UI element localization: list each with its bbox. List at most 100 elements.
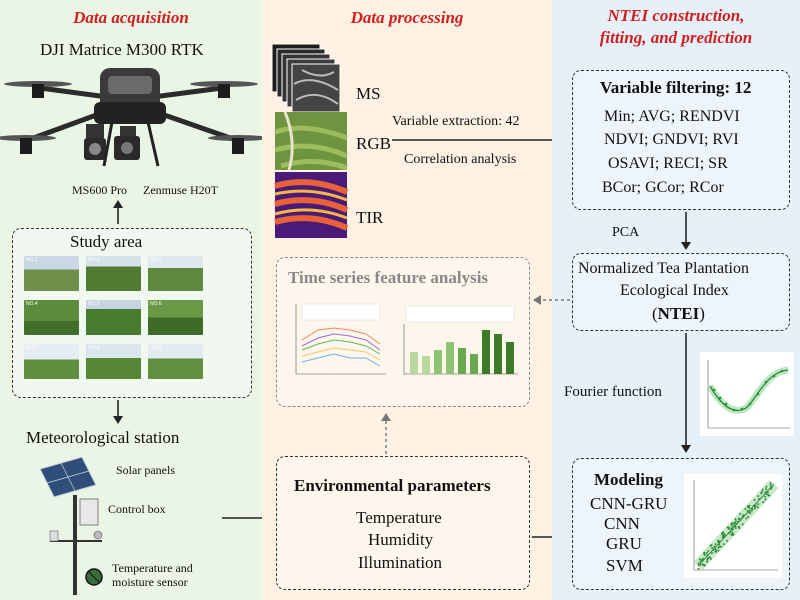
ntei-name-line1: Normalized Tea Plantation [578, 260, 749, 277]
scatter-point [709, 557, 712, 560]
scatter-point [751, 508, 754, 511]
environmental-parameters-title: Environmental parameters [294, 476, 491, 495]
scatter-point [703, 553, 706, 556]
scatter-point [767, 494, 770, 496]
data-processing-title: Data processing [350, 8, 464, 27]
photo-label: NO.1 [26, 257, 38, 263]
study-site-photo: NO.4 [24, 300, 79, 335]
photo-label: NO.6 [150, 301, 162, 307]
met-station-title: Meteorological station [26, 428, 180, 447]
scatter-point [765, 492, 767, 495]
variable-line: Min; AVG; RENDVI [604, 108, 740, 125]
model-item-cnn-gru: CNN-GRU [590, 494, 668, 513]
scatter-point [742, 514, 745, 517]
scatter-point [752, 504, 755, 507]
scatter-point [737, 517, 740, 520]
ntei-panel-title-line1: NTEI construction, [607, 6, 745, 25]
env-item-humidity: Humidity [368, 530, 434, 549]
variable-line: NDVI; GNDVI; RVI [604, 131, 739, 148]
scatter-point [761, 490, 764, 493]
arrow-down-icon [113, 400, 123, 424]
scatter-point [699, 560, 702, 563]
env-item-temperature: Temperature [356, 508, 442, 527]
ntei-name-line2: Ecological Index [620, 282, 729, 299]
scatter-point [711, 547, 714, 549]
scatter-point [722, 535, 725, 538]
scatter-point [756, 506, 759, 509]
scatter-point [706, 560, 709, 563]
photo-label: NO.2 [88, 257, 100, 263]
scatter-point [718, 540, 720, 543]
scatter-point [758, 498, 760, 500]
scatter-point [712, 549, 715, 551]
scatter-point [753, 498, 756, 501]
scatter-point [770, 487, 773, 490]
model-item-svm: SVM [606, 556, 643, 575]
scatter-point [726, 539, 729, 542]
scatter-point [745, 517, 748, 520]
model-item-cnn: CNN [604, 514, 640, 533]
scatter-point [734, 518, 737, 521]
scatter-point [734, 520, 737, 523]
scatter-point [764, 495, 767, 498]
scatter-point [713, 545, 716, 548]
scatter-point [723, 533, 726, 535]
variable-line: BCor; GCor; RCor [602, 179, 724, 196]
study-site-photo: NO.9 [148, 344, 203, 379]
scatter-point [750, 509, 753, 512]
scatter-point [711, 552, 713, 555]
camera-right-label: Zenmuse H20T [143, 183, 218, 197]
study-area-title: Study area [70, 232, 143, 251]
scatter-point [738, 527, 741, 530]
study-site-photo: NO.1 [24, 256, 79, 291]
scatter-point [698, 558, 701, 561]
time-series-title: Time series feature analysis [288, 268, 489, 287]
scatter-point [720, 545, 723, 548]
weather-station-icon [39, 456, 103, 595]
photo-label: NO.9 [150, 345, 162, 351]
photo-label: NO.4 [26, 301, 38, 307]
scatter-point [731, 528, 734, 531]
scatter-point [714, 547, 717, 550]
photo-label: NO.7 [26, 345, 38, 351]
scatter-point [722, 543, 725, 546]
scatter-point [733, 524, 736, 527]
scatter-point [764, 498, 767, 501]
scatter-point [697, 567, 700, 570]
study-site-photo: NO.2 [86, 256, 141, 291]
scatter-point [705, 551, 708, 554]
scatter-point [754, 507, 756, 510]
scatter-point [737, 520, 740, 523]
ntei-panel-title-line2: fitting, and prediction [599, 28, 753, 47]
scatter-point [739, 512, 742, 515]
scatter-point [765, 485, 768, 488]
drone-icon [0, 68, 268, 167]
variable-extraction-label: Variable extraction: 42 [392, 114, 520, 129]
study-site-photo: NO.6 [148, 300, 203, 335]
env-item-illumination: Illumination [358, 553, 443, 572]
variable-line: OSAVI; RECI; SR [608, 155, 728, 172]
scatter-point [706, 554, 709, 557]
photo-label: NO.3 [150, 257, 162, 263]
scatter-point [747, 516, 750, 518]
ms-image-stack [271, 43, 341, 113]
scatter-point [757, 495, 760, 498]
scatter-point [747, 506, 750, 509]
scatter-point [722, 531, 725, 534]
sensor-label-line1: Temperature and [112, 561, 193, 575]
scatter-point [701, 563, 704, 566]
rgb-image [274, 111, 349, 171]
control-box-label: Control box [108, 502, 166, 516]
rgb-label: RGB [356, 134, 391, 153]
scatter-point [748, 504, 751, 507]
study-site-photo: NO.5 [86, 300, 141, 335]
tir-label: TIR [356, 208, 384, 227]
scatter-point [733, 521, 736, 524]
scatter-point [707, 550, 710, 552]
study-site-photo: NO.3 [148, 256, 203, 291]
scatter-point [714, 543, 717, 546]
scatter-point [761, 488, 764, 491]
